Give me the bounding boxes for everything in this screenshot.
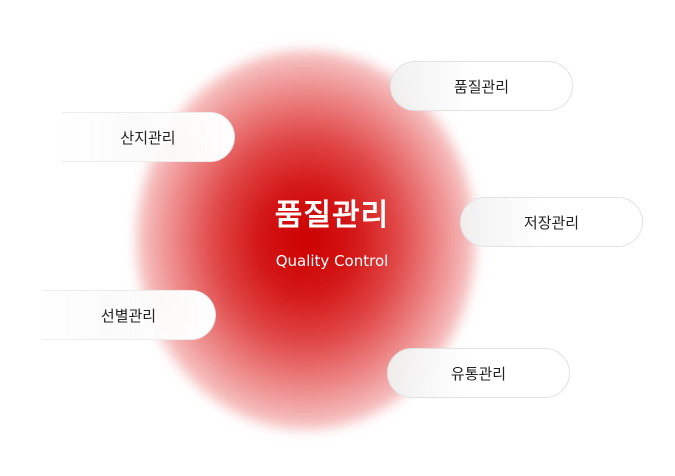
- node-label: 선별관리: [100, 306, 157, 325]
- node-origin-management: 산지관리: [62, 112, 235, 162]
- node-label: 산지관리: [120, 128, 176, 147]
- node-quality-management: 품질관리: [390, 61, 573, 111]
- center-title: 품질관리: [274, 198, 390, 233]
- node-distribution-management: 유통관리: [387, 348, 570, 398]
- node-sorting-management: 선별관리: [42, 290, 216, 340]
- node-label: 저장관리: [523, 213, 580, 232]
- node-storage-management: 저장관리: [460, 197, 643, 247]
- center-subtitle: Quality Control: [275, 252, 389, 270]
- node-label: 유통관리: [450, 364, 507, 383]
- node-label: 품질관리: [453, 77, 510, 96]
